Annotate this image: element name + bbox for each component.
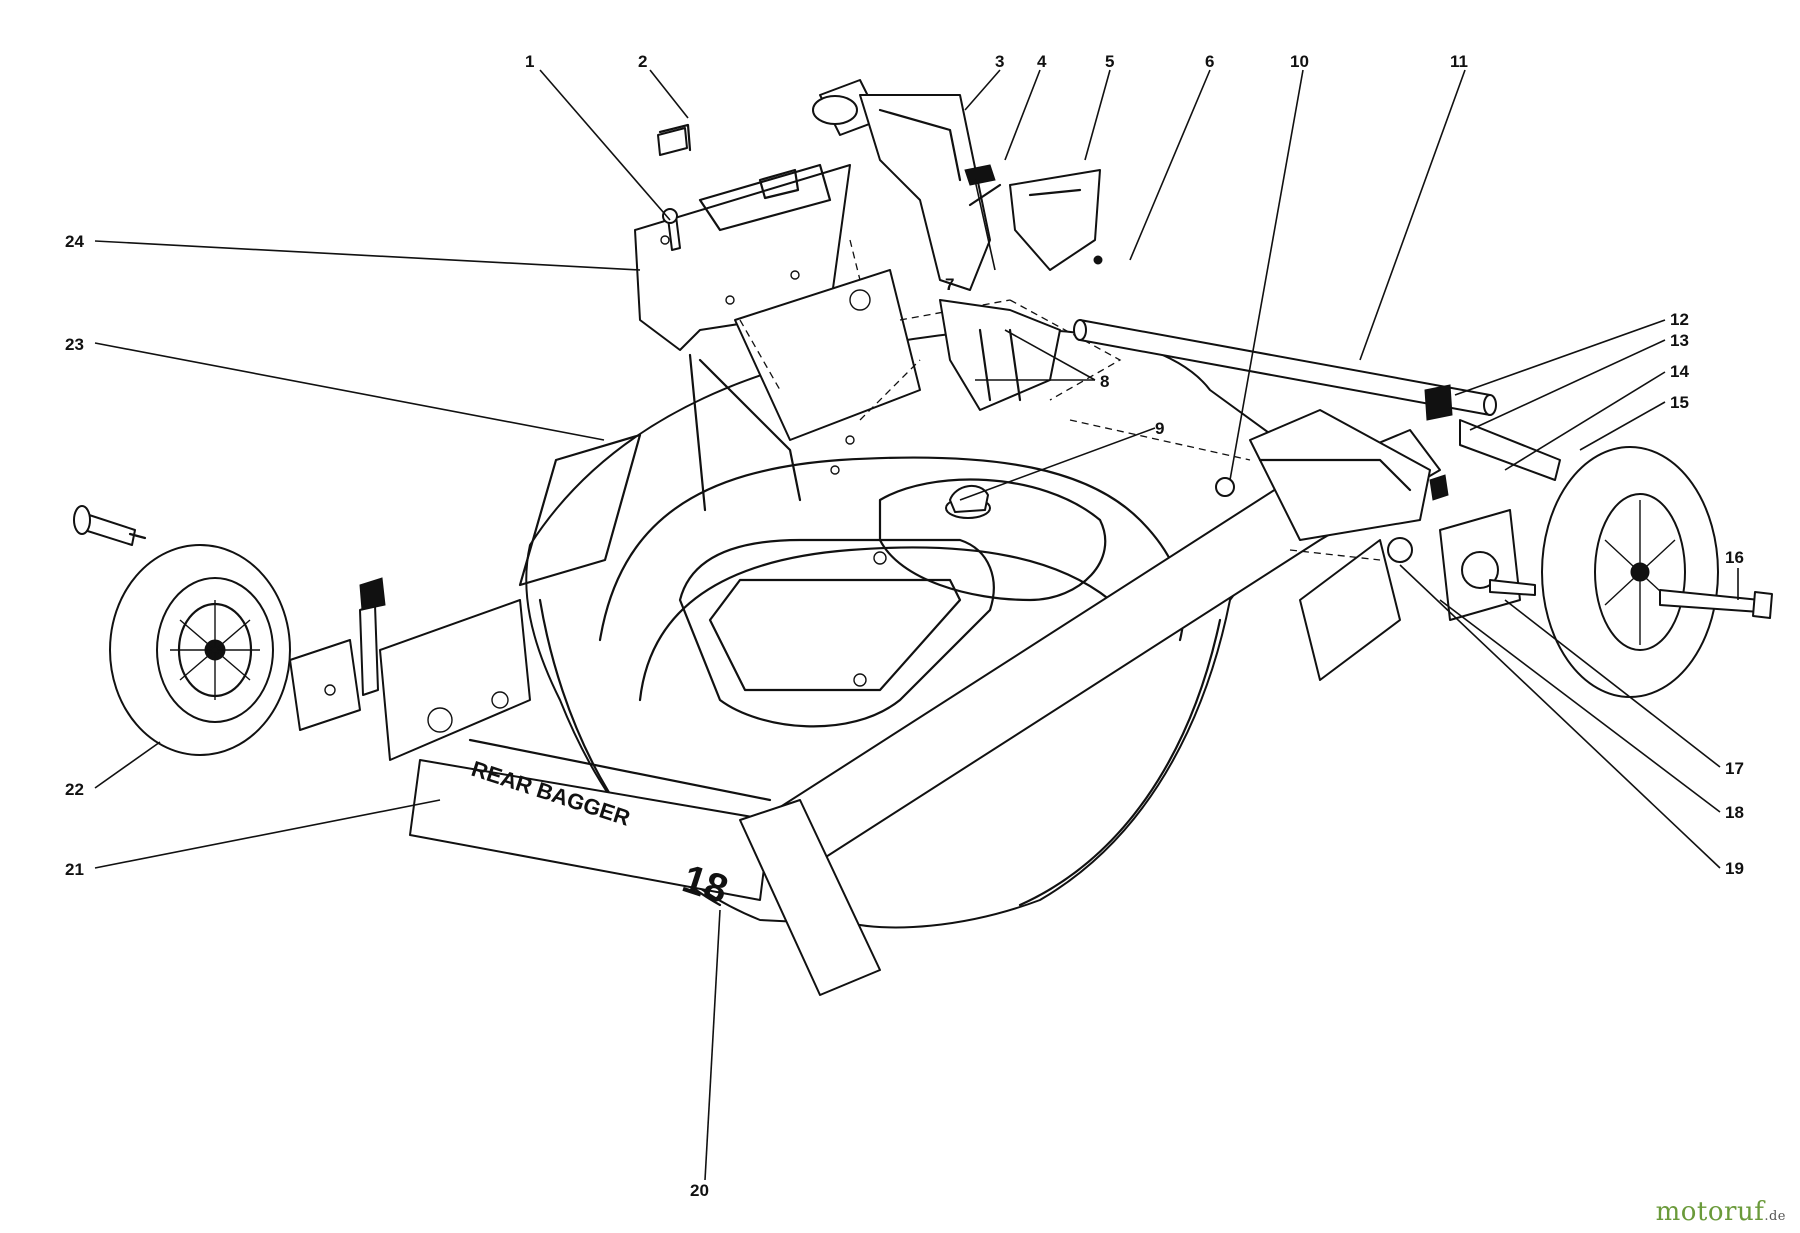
part-label-18: 18: [1725, 803, 1744, 822]
right-height-adjuster: [1387, 474, 1536, 621]
part-label-15: 15: [1670, 393, 1689, 412]
right-bumper: [739, 409, 1441, 996]
part-label-16: 16: [1725, 548, 1744, 567]
left-axle-bolt: [73, 505, 147, 546]
left-wheel: [109, 544, 291, 756]
part-label-1: 1: [525, 52, 534, 71]
part-label-5: 5: [1105, 52, 1114, 71]
part-label-23: 23: [65, 335, 84, 354]
right-axle-bolt: [1659, 589, 1773, 619]
part-label-9: 9: [1155, 419, 1164, 438]
part-label-10: 10: [1290, 52, 1309, 71]
part-labels: 1 2 3 4 5 6 7 8 9 10 11 12 13 14 15 16 1…: [65, 52, 1744, 1200]
part-label-2: 2: [638, 52, 647, 71]
part-label-12: 12: [1670, 310, 1689, 329]
part-label-6: 6: [1205, 52, 1214, 71]
right-wheel: [1541, 446, 1719, 698]
part-label-7: 7: [945, 275, 954, 294]
part-label-3: 3: [995, 52, 1004, 71]
front-bumper: [379, 599, 772, 901]
part-label-14: 14: [1670, 362, 1689, 381]
mower-deck: [518, 328, 1321, 929]
part-label-22: 22: [65, 780, 84, 799]
part-label-11: 11: [1450, 52, 1468, 71]
part-label-8: 8: [1100, 372, 1109, 391]
part-label-17: 17: [1725, 759, 1744, 778]
part-label-21: 21: [65, 860, 84, 879]
part-label-20: 20: [690, 1181, 709, 1200]
part-label-24: 24: [65, 232, 84, 251]
part-label-4: 4: [1037, 52, 1047, 71]
handle-bracket-assembly: [634, 79, 1561, 681]
part-label-13: 13: [1670, 331, 1689, 350]
left-height-adjuster: [289, 577, 386, 731]
part-label-19: 19: [1725, 859, 1744, 878]
watermark-logo: motoruf.de: [1655, 1197, 1786, 1227]
leader-lines: [94, 69, 1739, 1181]
